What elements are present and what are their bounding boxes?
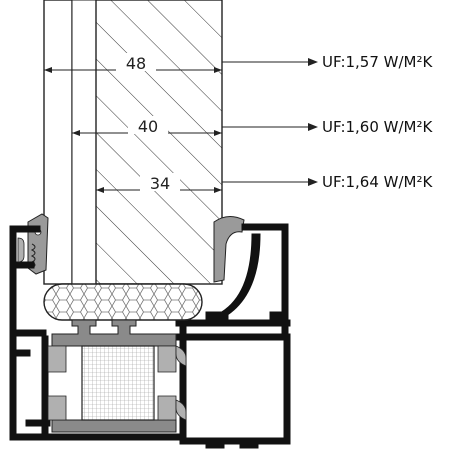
dimension-40: 40 <box>72 116 222 136</box>
uf-value-48: UF:1,57 W/M²K <box>322 53 434 71</box>
right-glazing-gasket <box>213 216 245 283</box>
hatched-panel <box>95 0 223 285</box>
uf-value-40: UF:1,60 W/M²K <box>322 118 434 136</box>
dimension-label-34: 34 <box>150 174 170 193</box>
uf-value-34: UF:1,64 W/M²K <box>322 173 434 191</box>
glass-pane-outer <box>43 0 73 285</box>
dimension-48: 48 <box>44 53 222 73</box>
dimension-34: 34 <box>96 173 222 193</box>
dimension-label-48: 48 <box>126 54 146 73</box>
insulation-core <box>81 345 155 421</box>
glass-pane-inner <box>71 0 97 285</box>
thermal-break <box>47 319 177 433</box>
dimension-label-40: 40 <box>138 117 158 136</box>
uf-leaders <box>222 58 318 186</box>
insulating-bead <box>43 283 203 321</box>
small-gaskets <box>17 237 187 421</box>
glazing-unit <box>43 0 223 285</box>
outer-frame-profile <box>9 225 183 441</box>
